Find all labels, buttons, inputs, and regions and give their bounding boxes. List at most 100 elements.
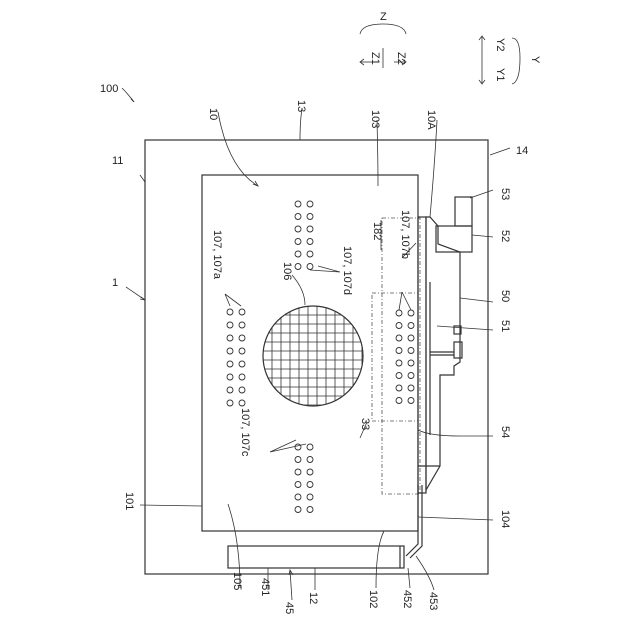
suction-hole bbox=[307, 251, 313, 257]
label-11: 11 bbox=[112, 155, 123, 167]
leader-lines bbox=[122, 88, 510, 600]
suction-hole bbox=[408, 360, 414, 366]
y-axis-indicator: Y2 Y1 Y bbox=[479, 36, 541, 84]
label-14: 14 bbox=[516, 145, 528, 157]
suction-hole bbox=[239, 400, 245, 406]
tube-453 bbox=[406, 485, 422, 558]
label-451: 451 bbox=[259, 578, 271, 596]
suction-hole bbox=[227, 348, 233, 354]
suction-hole bbox=[295, 469, 301, 475]
axis-z-label: Z bbox=[380, 11, 387, 23]
suction-hole bbox=[227, 309, 233, 315]
suction-hole bbox=[239, 387, 245, 393]
label-102: 102 bbox=[367, 590, 379, 608]
suction-hole bbox=[239, 335, 245, 341]
outer-housing bbox=[145, 140, 488, 574]
label-12: 12 bbox=[307, 592, 319, 604]
suction-hole bbox=[307, 457, 313, 463]
suction-hole bbox=[227, 335, 233, 341]
suction-hole bbox=[307, 469, 313, 475]
label-101: 101 bbox=[123, 492, 135, 510]
suction-hole bbox=[295, 507, 301, 513]
suction-hole bbox=[307, 494, 313, 500]
label-453: 453 bbox=[427, 592, 439, 610]
suction-hole bbox=[396, 373, 402, 379]
suction-hole bbox=[307, 507, 313, 513]
suction-hole bbox=[295, 226, 301, 232]
suction-hole bbox=[295, 494, 301, 500]
label-53: 53 bbox=[499, 188, 511, 200]
bracket-assembly bbox=[418, 197, 472, 490]
suction-hole bbox=[307, 226, 313, 232]
suction-hole bbox=[408, 348, 414, 354]
label-104: 104 bbox=[499, 510, 511, 528]
suction-hole bbox=[396, 360, 402, 366]
label-105: 105 bbox=[231, 572, 243, 590]
suction-hole bbox=[307, 214, 313, 220]
label-107b: 107, 107b bbox=[399, 210, 411, 259]
suction-hole bbox=[295, 444, 301, 450]
suction-hole bbox=[227, 400, 233, 406]
label-1: 1 bbox=[112, 277, 118, 289]
suction-hole bbox=[408, 310, 414, 316]
suction-hole bbox=[295, 264, 301, 270]
suction-hole bbox=[295, 239, 301, 245]
region-182 bbox=[382, 218, 420, 494]
suction-hole bbox=[307, 444, 313, 450]
reference-labels: 100 11 1 13 14 10 103 10A 53 52 50 51 54… bbox=[100, 83, 528, 614]
wafer bbox=[258, 300, 368, 410]
suction-hole bbox=[396, 335, 402, 341]
suction-hole bbox=[295, 457, 301, 463]
suction-hole bbox=[227, 361, 233, 367]
suction-hole bbox=[295, 214, 301, 220]
suction-hole bbox=[408, 385, 414, 391]
suction-hole bbox=[227, 374, 233, 380]
suction-hole bbox=[408, 335, 414, 341]
z-axis-indicator: Z Z1 Z2 bbox=[360, 11, 407, 68]
axis-y1-label: Y1 bbox=[494, 68, 506, 81]
label-107a: 107, 107a bbox=[211, 230, 223, 280]
suction-hole bbox=[227, 387, 233, 393]
label-52: 52 bbox=[499, 230, 511, 242]
hole-array bbox=[227, 201, 414, 513]
axis-y-label: Y bbox=[529, 56, 541, 64]
suction-hole bbox=[408, 323, 414, 329]
suction-hole bbox=[408, 373, 414, 379]
label-103: 103 bbox=[369, 110, 381, 128]
suction-hole bbox=[396, 348, 402, 354]
label-107c: 107, 107c bbox=[239, 408, 251, 457]
suction-hole bbox=[295, 251, 301, 257]
label-33: 33 bbox=[359, 418, 371, 430]
label-45: 45 bbox=[283, 602, 295, 614]
suction-hole bbox=[396, 398, 402, 404]
suction-hole bbox=[239, 374, 245, 380]
label-107d: 107, 107d bbox=[341, 246, 353, 295]
label-10A: 10A bbox=[425, 110, 437, 130]
label-182: 182 bbox=[371, 222, 383, 240]
label-106: 106 bbox=[281, 262, 293, 280]
label-100: 100 bbox=[100, 83, 118, 95]
suction-hole bbox=[239, 309, 245, 315]
label-54: 54 bbox=[499, 426, 511, 438]
suction-hole bbox=[396, 310, 402, 316]
suction-hole bbox=[408, 398, 414, 404]
suction-hole bbox=[295, 482, 301, 488]
label-51: 51 bbox=[499, 320, 511, 332]
suction-hole bbox=[295, 201, 301, 207]
suction-hole bbox=[227, 322, 233, 328]
label-10: 10 bbox=[207, 108, 219, 120]
suction-hole bbox=[396, 323, 402, 329]
suction-hole bbox=[307, 264, 313, 270]
suction-hole bbox=[239, 322, 245, 328]
label-13: 13 bbox=[295, 100, 307, 112]
label-50: 50 bbox=[499, 290, 511, 302]
suction-hole bbox=[307, 482, 313, 488]
label-452: 452 bbox=[401, 590, 413, 608]
suction-hole bbox=[239, 348, 245, 354]
suction-hole bbox=[239, 361, 245, 367]
axis-y2-label: Y2 bbox=[494, 38, 506, 51]
suction-hole bbox=[307, 239, 313, 245]
axis-z1-label: Z1 bbox=[369, 52, 381, 65]
suction-hole bbox=[307, 201, 313, 207]
